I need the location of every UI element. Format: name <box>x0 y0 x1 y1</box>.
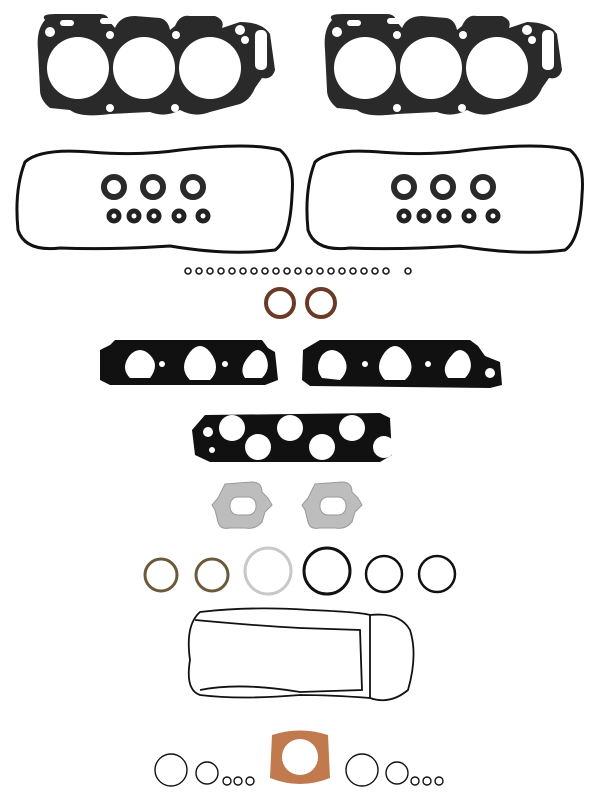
rings-row <box>143 546 457 596</box>
rear-cover-gasket <box>187 607 415 702</box>
small-o-rings-row <box>184 267 412 275</box>
camshaft-seals <box>264 287 337 319</box>
head-gasket-right <box>324 14 562 116</box>
valve-cover-left <box>17 146 293 252</box>
exhaust-gaskets <box>211 481 363 529</box>
head-gasket-left <box>37 14 275 116</box>
intake-gasket-upper-left <box>100 340 278 385</box>
throttle-body-gasket <box>270 730 330 784</box>
valve-cover-right <box>307 146 583 252</box>
intake-gasket-lower <box>192 413 395 462</box>
misc-o-rings <box>154 753 444 787</box>
intake-gasket-upper-right <box>302 340 502 388</box>
